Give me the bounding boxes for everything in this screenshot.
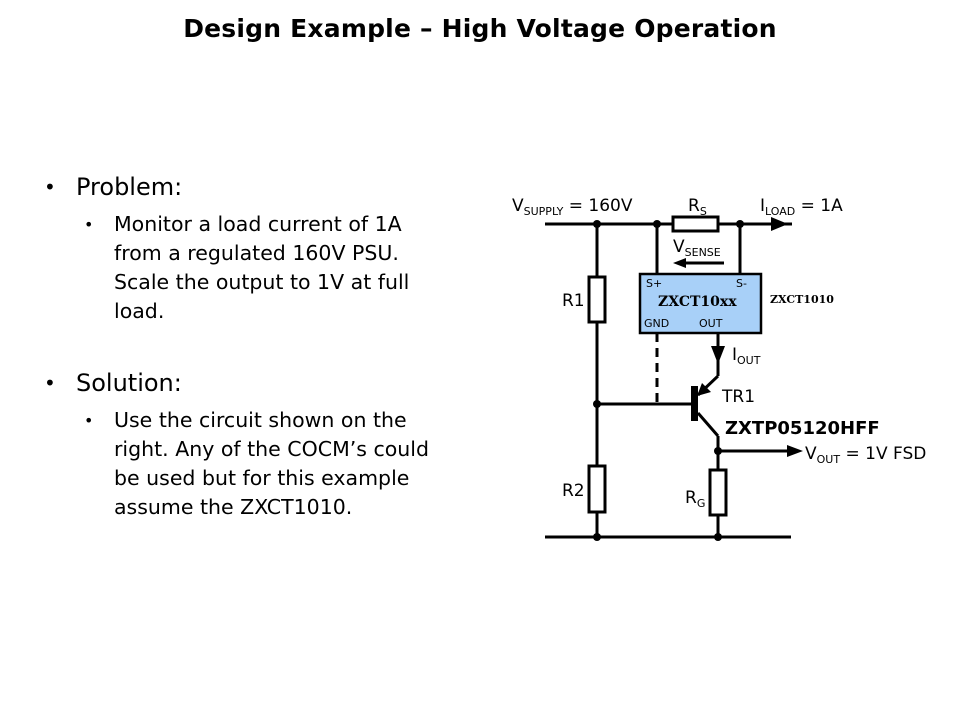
bullet-list: • Problem: • Monitor a load current of 1… <box>44 172 504 522</box>
vsense-label: VSENSE <box>673 237 721 259</box>
tr1-label: TR1 <box>721 387 755 407</box>
junction-dot <box>593 400 601 408</box>
ic-pin-sminus: S- <box>736 277 747 290</box>
bullet-icon: • <box>84 411 94 430</box>
problem-line: Scale the output to 1V at full <box>114 270 410 294</box>
vsense-arrow-icon <box>673 258 686 268</box>
slide-title: Design Example – High Voltage Operation <box>183 14 777 43</box>
r2-label: R2 <box>562 481 585 501</box>
solution-line: right. Any of the COCM’s could <box>114 437 429 461</box>
junction-dot <box>653 220 661 228</box>
bullet-icon: • <box>44 371 56 395</box>
iload-label: ILOAD = 1A <box>760 196 843 218</box>
problem-line: Monitor a load current of 1A <box>114 212 402 236</box>
ic-box <box>638 272 763 335</box>
ic-part-number: ZXCT1010 <box>770 293 834 306</box>
bullet-icon: • <box>44 175 56 199</box>
r1-resistor <box>587 275 607 324</box>
ic-pin-splus: S+ <box>646 277 662 290</box>
transistor-base-bar <box>691 386 698 421</box>
bullet-icon: • <box>84 215 94 234</box>
rg-label: RG <box>685 488 705 510</box>
junction-dot <box>593 220 601 228</box>
vout-label: VOUT = 1V FSD <box>805 444 926 466</box>
problem-body: • Monitor a load current of 1A from a re… <box>44 210 504 326</box>
rs-resistor <box>671 215 720 233</box>
rs-label: RS <box>688 196 707 218</box>
vsupply-label: VSUPPLY = 160V <box>512 196 633 218</box>
bullet-problem: • Problem: <box>44 172 504 202</box>
vout-arrow-icon <box>787 445 803 457</box>
problem-line: from a regulated 160V PSU. <box>114 241 399 265</box>
solution-line: Use the circuit shown on the <box>114 408 407 432</box>
solution-line: be used but for this example <box>114 466 410 490</box>
r2-resistor <box>587 464 607 514</box>
ic-name: ZXCT10xx <box>658 294 737 310</box>
junction-dot <box>593 533 601 541</box>
bullet-solution: • Solution: <box>44 368 504 398</box>
rg-resistor <box>708 468 728 517</box>
r1-label: R1 <box>562 291 585 311</box>
iout-label: IOUT <box>732 345 761 367</box>
ic-pin-out: OUT <box>699 317 723 330</box>
solution-body: • Use the circuit shown on the right. An… <box>44 406 504 522</box>
junction-dot <box>736 220 744 228</box>
ic-pin-gnd: GND <box>644 317 669 330</box>
solution-heading: Solution: <box>76 369 182 397</box>
transistor-part-number: ZXTP05120HFF <box>725 418 880 439</box>
iout-arrow-icon <box>711 346 725 364</box>
solution-line: assume the ZXCT1010. <box>114 495 353 519</box>
problem-line: load. <box>114 299 165 323</box>
junction-dot <box>714 533 722 541</box>
problem-heading: Problem: <box>76 173 183 201</box>
junction-dot <box>714 447 722 455</box>
emitter-arrow-icon <box>697 383 711 396</box>
collector-lead <box>696 412 720 437</box>
